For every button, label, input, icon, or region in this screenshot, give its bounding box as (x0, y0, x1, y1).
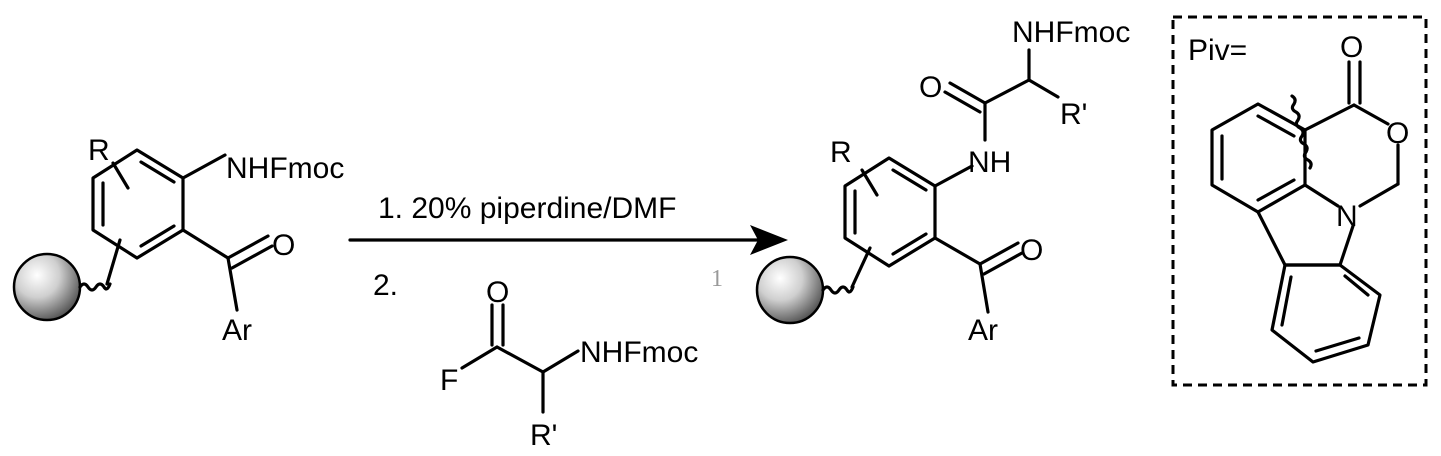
ring-linker-bond-left (105, 238, 122, 286)
upper-ring-double-2 (1256, 114, 1296, 138)
lower-ring-double-1 (1343, 274, 1370, 297)
ar-bond-right (978, 262, 990, 314)
ar-label-left: Ar (222, 314, 252, 347)
af-calpha-nh (541, 349, 580, 374)
ring-double-bond-r3 (891, 232, 928, 256)
lower-ring-double-2 (1314, 336, 1361, 353)
piv-title: Piv= (1188, 34, 1247, 67)
nh-bond-left (181, 153, 227, 180)
r-label-left: R (88, 134, 110, 167)
carbazole-cc-bridge (1256, 210, 1287, 267)
ketone-o-label: O (1020, 234, 1043, 267)
carbazole-c-n (1303, 183, 1340, 208)
piv-carbonyl-o: O (1340, 31, 1363, 64)
ring-linker-bond-right (850, 246, 872, 289)
carbazole-upper-ring (1210, 102, 1307, 214)
resin-linker-left (78, 282, 112, 292)
resin-bead-right (755, 255, 825, 325)
nh-label-right: NH (968, 146, 1011, 179)
o-label-left: O (272, 229, 295, 262)
product: R NH O NHFmoc R' O Ar (755, 16, 1130, 347)
piv-ring-o: O (1386, 117, 1409, 150)
piv-ch2-n (1358, 182, 1400, 208)
ring-double-bond-r1 (891, 168, 928, 192)
af-nhfmoc-label: NHFmoc (580, 336, 698, 369)
piv-c-calpha (1303, 103, 1356, 132)
af-f-label: F (440, 364, 458, 397)
ar-label-right: Ar (968, 314, 998, 347)
amide-c-calpha (983, 78, 1031, 105)
piv-c-o-ring (1352, 103, 1390, 126)
carbazole-lower-ring (1270, 263, 1382, 364)
co-double-1-left (226, 234, 270, 260)
benzene-ring-right (843, 156, 937, 268)
r-label-right: R (830, 136, 852, 169)
ketone-double-1-right (978, 241, 1020, 266)
ketone-single-right (933, 236, 982, 266)
amide-o-label: O (919, 71, 942, 104)
co-single-left (181, 228, 230, 260)
ring-double-bond-1 (139, 160, 176, 184)
resin-linker-right (821, 285, 855, 295)
piv-n-label: N (1336, 200, 1358, 233)
af-o-label: O (486, 276, 509, 309)
lower-ring-double-3 (1280, 275, 1293, 327)
amide-co-double-1 (948, 81, 987, 105)
piv-dashed-border (1171, 15, 1428, 387)
resin-bead-left (12, 252, 82, 322)
af-cf-bond (460, 345, 499, 370)
compound-number: 1 (711, 266, 723, 292)
r-bond-right (860, 168, 879, 197)
top-nhfmoc-label: NHFmoc (1012, 16, 1130, 49)
upper-ring-double-3 (1256, 178, 1296, 202)
calpha-r-prime (1027, 78, 1060, 99)
ring-double-bond-3 (139, 224, 176, 248)
nhfmoc-label-left: NHFmoc (226, 152, 344, 185)
reagent-step-2: 2. (373, 269, 398, 302)
af-r-label: R' (530, 419, 557, 452)
ar-bond-left (226, 256, 239, 312)
carbazole-n-c (1338, 224, 1355, 267)
r-bond-left (111, 161, 130, 190)
ketone-double-2-right (982, 251, 1024, 276)
co-double-2-left (230, 244, 274, 270)
reaction-arrow-group: 1. 20% piperdine/DMF 2. (348, 192, 788, 302)
amide-co-double-2 (943, 90, 982, 114)
reaction-arrow-head (750, 225, 788, 255)
nh-bond-right (933, 164, 974, 188)
start-material: R NHFmoc O Ar (12, 134, 344, 347)
reagent-step-1: 1. 20% piperdine/DMF (378, 192, 676, 225)
piv-attachment-wavy (1290, 94, 1313, 170)
af-c-calpha (495, 345, 545, 374)
piv-definition-box: Piv= O O N (1171, 15, 1428, 387)
r-prime-label-right: R' (1060, 98, 1087, 131)
acyl-fluoride: O F NHFmoc R' (440, 276, 698, 452)
